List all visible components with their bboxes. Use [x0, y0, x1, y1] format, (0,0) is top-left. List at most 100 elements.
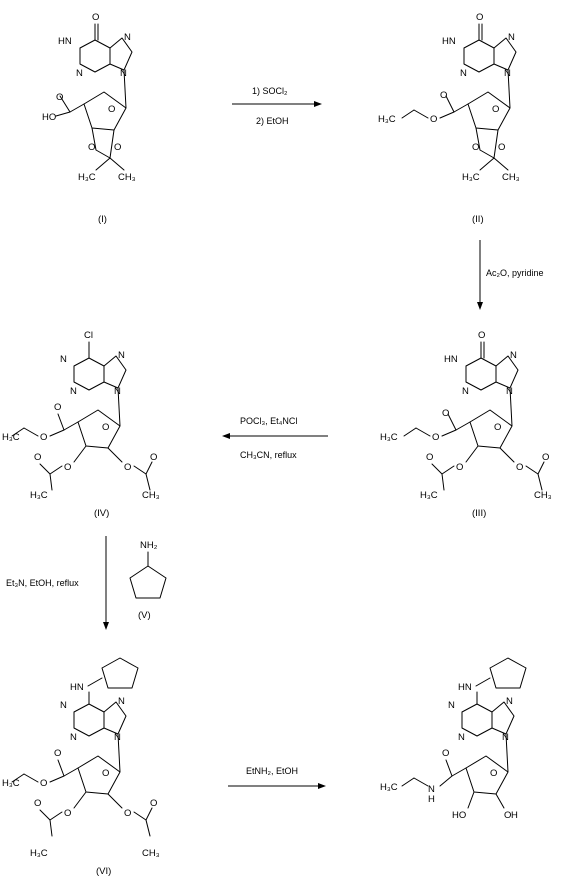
atom-O: O — [442, 408, 449, 419]
atom-O: O — [430, 114, 437, 125]
atom-O: O — [108, 104, 115, 115]
reagent-label: POCl₃, Et₄NCl — [240, 416, 297, 426]
reagent-label: CH₃CN, reflux — [240, 450, 297, 460]
atom-H: H — [428, 794, 435, 805]
atom-N: N — [502, 732, 509, 743]
atom-N: N — [508, 32, 515, 43]
atom-N: N — [120, 68, 127, 79]
compound-VI: HN N N N N O O H₃C O O O H₃C O O CH₃ (VI… — [2, 657, 160, 877]
atom-HN: HN — [458, 682, 472, 693]
atom-N: N — [462, 386, 469, 397]
atom-O: O — [88, 142, 95, 153]
atom-H: H — [511, 810, 518, 821]
atom-N: N — [448, 700, 455, 711]
atom-N: N — [118, 696, 125, 707]
atom-O: O — [150, 452, 157, 463]
compound-label-III: (III) — [472, 508, 486, 519]
reaction-arrow-5: EtNH₂, EtOH — [228, 766, 326, 789]
atom-CH3: CH₃ — [502, 172, 520, 183]
atom-O: O — [494, 422, 501, 433]
atom-H3C: H₃C — [380, 432, 398, 443]
reaction-arrow-2: Ac₂O, pyridine — [477, 240, 544, 310]
atom-H3C: H₃C — [30, 848, 48, 859]
reagent-label: EtNH₂, EtOH — [246, 766, 298, 776]
atom-N: N — [428, 784, 435, 795]
atom-CH3: CH₃ — [534, 490, 552, 501]
atom-O: O — [476, 12, 483, 23]
compound-label-V: (V) — [138, 610, 151, 621]
atom-N: N — [506, 696, 513, 707]
compound-label-I: (I) — [98, 214, 107, 225]
atom-HN: HN — [442, 36, 456, 47]
atom-O: O — [54, 748, 61, 759]
atom-O: O — [54, 402, 61, 413]
atom-O: O — [504, 810, 511, 821]
atom-N: N — [504, 68, 511, 79]
atom-CH3: CH₃ — [142, 490, 160, 501]
atom-N: N — [70, 732, 77, 743]
reagent-label: 1) SOCl₂ — [252, 86, 288, 96]
atom-O: O — [472, 142, 479, 153]
atom-H3C: H₃C — [2, 432, 20, 443]
compound-III: O HN N N N O O H₃C O O O H₃C O O CH₃ (II… — [380, 330, 552, 519]
atom-O: O — [64, 462, 71, 473]
atom-O: O — [516, 462, 523, 473]
atom-H3C: H₃C — [420, 490, 438, 501]
compound-label-VI: (VI) — [96, 866, 111, 877]
atom-HO: HO — [452, 810, 466, 821]
atom-O: O — [432, 432, 439, 443]
atom-O: O — [34, 798, 41, 809]
compound-label-II: (II) — [472, 214, 484, 225]
atom-N: N — [510, 350, 517, 361]
atom-H3C: H₃C — [2, 778, 20, 789]
reagent-label: 2) EtOH — [256, 116, 289, 126]
atom-O: O — [34, 452, 41, 463]
atom-N: N — [70, 386, 77, 397]
atom-N: N — [114, 732, 121, 743]
atom-HO: HO — [42, 112, 56, 123]
reaction-arrow-3: POCl₃, Et₄NCl CH₃CN, reflux — [222, 416, 328, 460]
atom-O: O — [114, 142, 121, 153]
compound-II: O HN N N N O O H₃C O O O H₃C CH₃ (II) — [378, 12, 520, 225]
atom-O: O — [498, 142, 505, 153]
atom-O: O — [64, 808, 71, 819]
atom-Cl: Cl — [84, 330, 93, 341]
atom-O: O — [456, 462, 463, 473]
atom-NH2: NH₂ — [140, 540, 158, 551]
atom-O: O — [102, 768, 109, 779]
atom-O: O — [150, 798, 157, 809]
atom-N: N — [60, 700, 67, 711]
atom-N: N — [460, 68, 467, 79]
reaction-arrow-4: Et₃N, EtOH, reflux — [6, 536, 109, 630]
atom-O: O — [124, 462, 131, 473]
atom-H3C: H₃C — [30, 490, 48, 501]
atom-H3C: H₃C — [462, 172, 480, 183]
reaction-arrow-1: 1) SOCl₂ 2) EtOH — [232, 86, 322, 126]
atom-N: N — [76, 68, 83, 79]
atom-O: O — [102, 422, 109, 433]
atom-N: N — [124, 32, 131, 43]
atom-O: O — [56, 92, 63, 103]
atom-O: O — [92, 12, 99, 23]
atom-O: O — [124, 808, 131, 819]
atom-H3C: H₃C — [380, 782, 398, 793]
compound-V: NH₂ (V) — [129, 540, 167, 621]
reagent-label: Et₃N, EtOH, reflux — [6, 578, 79, 588]
compound-label-IV: (IV) — [94, 508, 109, 519]
atom-HN: HN — [70, 682, 84, 693]
atom-O: O — [426, 452, 433, 463]
atom-HN: HN — [58, 36, 72, 47]
compound-I: O HN N N N O HO O O O H₃C CH₃ (I) — [42, 12, 136, 225]
atom-O: O — [492, 104, 499, 115]
atom-O: O — [478, 330, 485, 341]
atom-H3C: H₃C — [78, 172, 96, 183]
atom-O: O — [40, 432, 47, 443]
atom-O: O — [442, 748, 449, 759]
atom-O: O — [40, 778, 47, 789]
atom-H3C: H₃C — [378, 114, 396, 125]
atom-CH3: CH₃ — [118, 172, 136, 183]
atom-N: N — [118, 350, 125, 361]
compound-IV: Cl N N N N O O H₃C O O O H₃C O O CH₃ (IV… — [2, 330, 160, 519]
atom-HN: HN — [444, 354, 458, 365]
